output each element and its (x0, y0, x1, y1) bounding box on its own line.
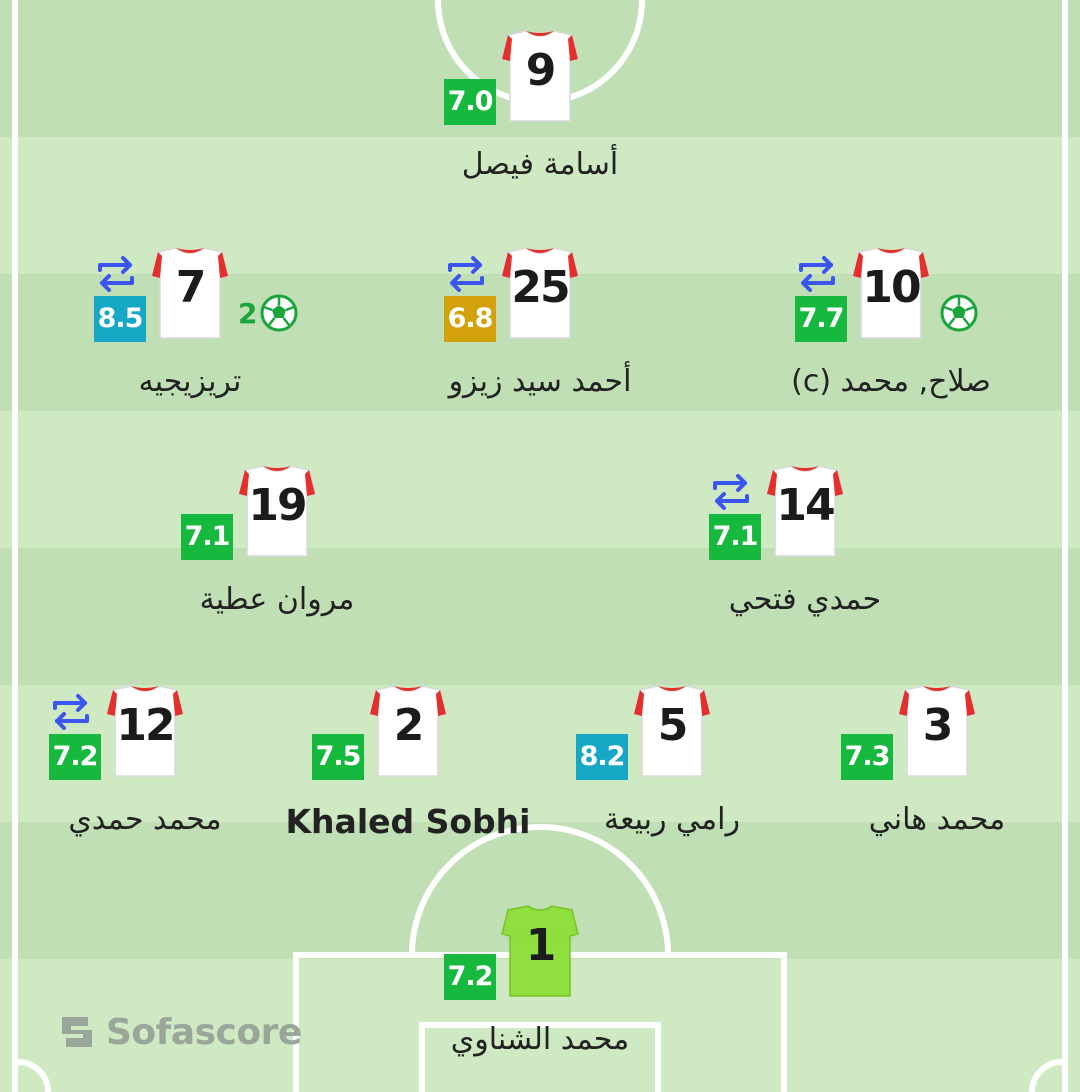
shirt-icon (501, 247, 579, 339)
shirt-number: 12 (116, 700, 175, 751)
player-shirt: 19 (237, 464, 317, 560)
player-rating-badge: 8.5 (94, 296, 146, 342)
substitution-icon (713, 474, 749, 510)
shirt-number: 25 (511, 262, 570, 313)
player-shirt: 7 (150, 246, 230, 342)
goalkeeper-shirt-icon (501, 905, 579, 997)
shirt-number: 7 (175, 262, 207, 313)
player-name[interactable]: تريزيجيه (138, 364, 242, 399)
player-rating-badge: 7.2 (49, 734, 101, 780)
player-name[interactable]: رامي ربيعة (604, 802, 740, 837)
shirt-number: 1 (525, 920, 557, 971)
substitution-icon (448, 256, 484, 292)
shirt-icon (151, 247, 229, 339)
substitution-icon (799, 256, 835, 292)
player-shirt: 2 (368, 684, 448, 780)
player-shirt: 14 (765, 464, 845, 560)
shirt-icon (898, 685, 976, 777)
player-name[interactable]: أحمد سيد زيزو (448, 364, 632, 399)
player-name[interactable]: محمد حمدي (68, 802, 222, 837)
sofascore-logo: Sofascore (58, 1010, 302, 1054)
player-name[interactable]: محمد الشناوي (450, 1022, 630, 1057)
player-name[interactable]: محمد هاني (868, 802, 1006, 837)
player-name[interactable]: أسامة فيصل (461, 147, 619, 182)
player-shirt: 3 (897, 684, 977, 780)
player-rating-badge: 7.7 (795, 296, 847, 342)
player-name[interactable]: Khaled Sobhi (285, 802, 531, 841)
player-name[interactable]: مروان عطية (199, 582, 355, 617)
player-shirt: 5 (632, 684, 712, 780)
player-shirt: 12 (105, 684, 185, 780)
player-shirt: 10 (851, 246, 931, 342)
player-rating-badge: 7.1 (709, 514, 761, 560)
shirt-number: 2 (393, 700, 425, 751)
goal-count: 2 (238, 296, 258, 330)
shirt-icon (852, 247, 930, 339)
pitch-stripe (0, 548, 1080, 685)
shirt-icon (238, 465, 316, 557)
player-shirt: 25 (500, 246, 580, 342)
shirt-number: 10 (862, 262, 921, 313)
shirt-icon (369, 685, 447, 777)
player-shirt: 1 (500, 904, 580, 1000)
player-shirt: 9 (500, 29, 580, 125)
shirt-number: 19 (248, 480, 307, 531)
goal-indicator (939, 292, 979, 334)
goal-indicator: 2 (238, 292, 299, 334)
player-rating-badge: 7.5 (312, 734, 364, 780)
shirt-icon (766, 465, 844, 557)
shirt-icon (633, 685, 711, 777)
player-rating-badge: 7.2 (444, 954, 496, 1000)
substitution-icon (98, 256, 134, 292)
shirt-number: 5 (657, 700, 689, 751)
substitution-icon (53, 694, 89, 730)
player-rating-badge: 7.3 (841, 734, 893, 780)
player-name[interactable]: حمدي فتحي (728, 582, 882, 617)
shirt-number: 14 (776, 480, 835, 531)
player-rating-badge: 7.0 (444, 79, 496, 125)
shirt-icon (501, 30, 579, 122)
player-rating-badge: 7.1 (181, 514, 233, 560)
goal-ball-icon (940, 294, 978, 332)
player-rating-badge: 8.2 (576, 734, 628, 780)
shirt-number: 3 (922, 700, 954, 751)
sofascore-logo-text: Sofascore (106, 1011, 302, 1053)
shirt-number: 9 (525, 45, 557, 96)
player-name[interactable]: صلاح, محمد (c) (791, 364, 991, 399)
shirt-icon (106, 685, 184, 777)
sofascore-logo-icon (62, 1017, 92, 1047)
goal-ball-icon (260, 294, 298, 332)
player-rating-badge: 6.8 (444, 296, 496, 342)
